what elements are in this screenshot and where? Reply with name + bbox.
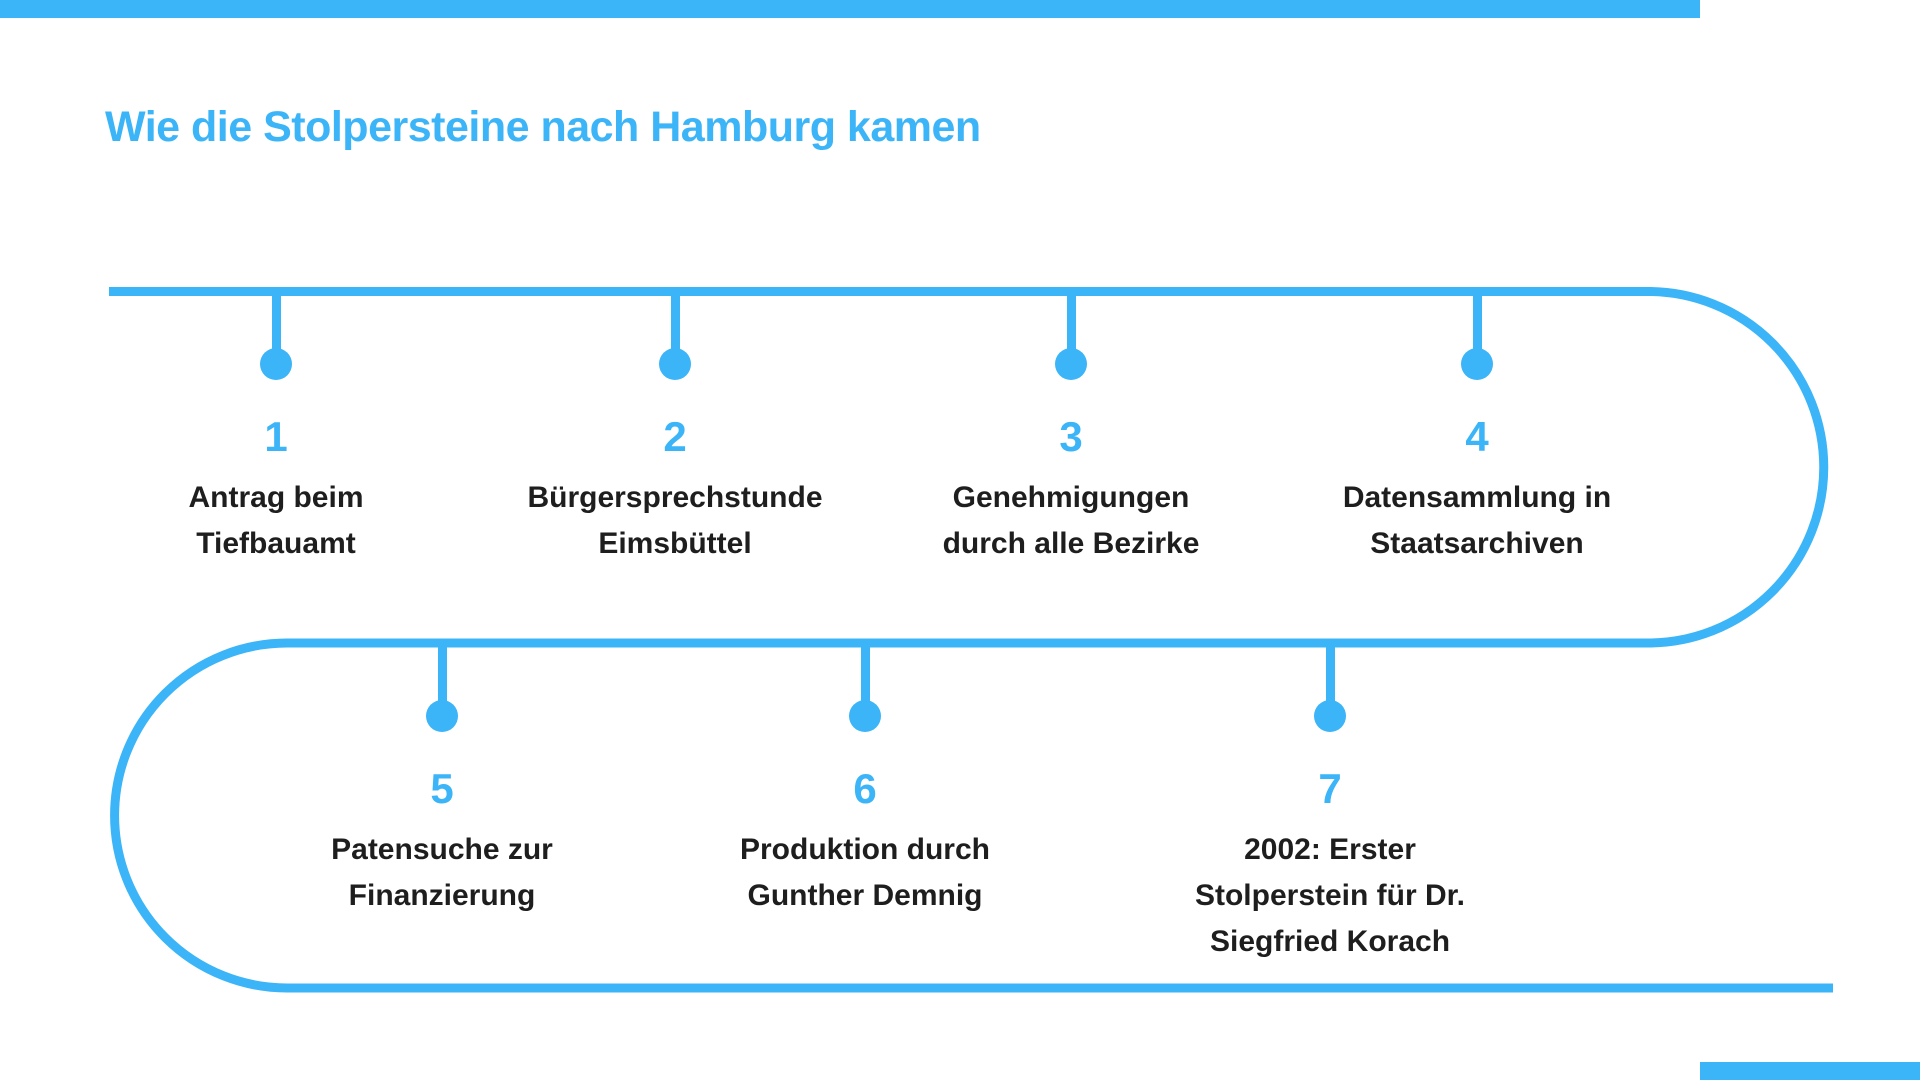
step-label-line: Produktion durch [740,833,990,866]
timeline-step-4: 4 Datensammlung in Staatsarchiven [1267,287,1687,617]
timeline-step-5: 5 Patensuche zur Finanzierung [232,639,652,969]
page-title: Wie die Stolpersteine nach Hamburg kamen [105,103,981,151]
step-dot [260,348,292,380]
step-number: 6 [853,765,877,812]
timeline-step-6: 6 Produktion durch Gunther Demnig [655,639,1075,969]
step-dot [659,348,691,380]
timeline-step-1: 1 Antrag beim Tiefbauamt [66,287,486,617]
step-label-line: Antrag beim [188,481,364,514]
step-connector [1325,639,1335,709]
step-dot [1055,348,1087,380]
timeline-step-2: 2 Bürgersprechstunde Eimsbüttel [465,287,885,617]
step-dot [1461,348,1493,380]
step-label: 2002: Erster Stolperstein für Dr. Siegfr… [1120,827,1540,965]
step-label-line: Staatsarchiven [1370,527,1584,560]
step-connector [437,639,447,709]
step-label-line: durch alle Bezirke [942,527,1200,560]
step-connector [1066,287,1076,357]
step-label-line: Datensammlung in [1342,481,1612,514]
bottom-accent-bar [1700,1062,1920,1080]
step-label: Produktion durch Gunther Demnig [655,827,1075,919]
step-label-line: Patensuche zur [331,833,553,866]
step-label-line: Bürgersprechstunde [527,481,823,514]
step-number: 5 [430,765,454,812]
step-label: Antrag beim Tiefbauamt [66,475,486,567]
top-accent-bar [0,0,1700,18]
step-label-line: Finanzierung [348,879,536,912]
timeline-step-7: 7 2002: Erster Stolperstein für Dr. Sieg… [1120,639,1540,969]
step-label: Patensuche zur Finanzierung [232,827,652,919]
step-dot [1314,700,1346,732]
step-label-line: Eimsbüttel [598,527,752,560]
step-label-line: Tiefbauamt [196,527,356,560]
step-label-line: Stolperstein für Dr. [1194,879,1466,912]
step-label: Bürgersprechstunde Eimsbüttel [465,475,885,567]
step-number: 3 [1059,413,1083,460]
step-dot [426,700,458,732]
step-label: Genehmigungen durch alle Bezirke [861,475,1281,567]
step-connector [670,287,680,357]
timeline-step-3: 3 Genehmigungen durch alle Bezirke [861,287,1281,617]
step-label-line: Genehmigungen [952,481,1190,514]
step-label-line: Gunther Demnig [747,879,983,912]
step-label: Datensammlung in Staatsarchiven [1267,475,1687,567]
step-label-line: Siegfried Korach [1209,925,1451,958]
step-number: 2 [663,413,687,460]
step-connector [1472,287,1482,357]
step-connector [860,639,870,709]
step-label-line: 2002: Erster [1244,833,1416,866]
step-number: 7 [1318,765,1342,812]
step-number: 1 [264,413,288,460]
step-connector [271,287,281,357]
step-number: 4 [1465,413,1489,460]
step-dot [849,700,881,732]
